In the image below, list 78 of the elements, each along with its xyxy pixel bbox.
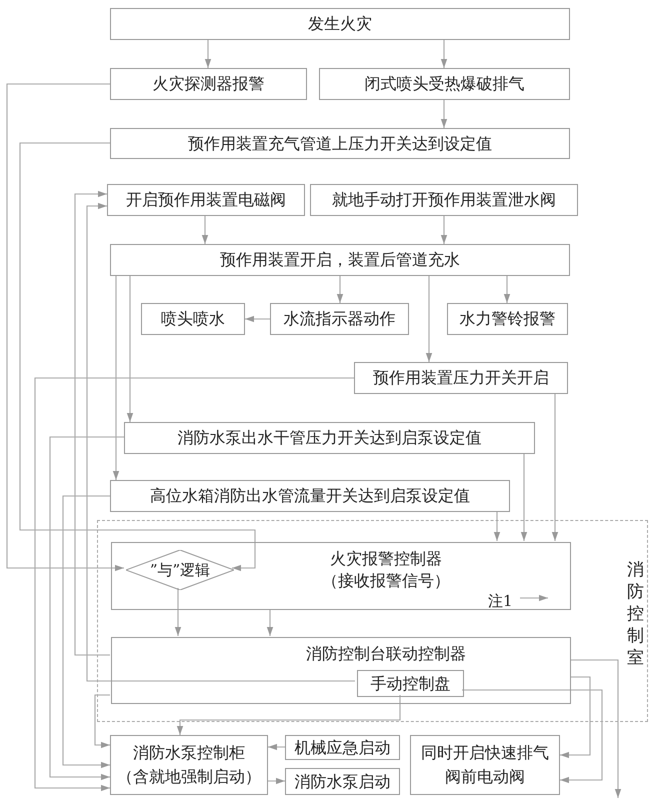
node-text: 就地手动打开预作用装置泄水阀 [332,189,556,211]
arrow [19,142,256,572]
process-box [285,768,400,795]
arrow [174,588,182,636]
process-box [110,480,510,512]
process-box [310,184,578,216]
arrow [86,202,355,682]
arrow [94,694,110,748]
process-box [111,637,571,704]
arrow [202,216,208,244]
arrow [504,276,510,303]
arrow [570,659,622,798]
node-text: 手动控制盘 [370,672,450,694]
process-box [410,735,560,795]
node-text: 注1 [488,590,513,612]
arrow [336,276,344,303]
node-text: 喷头喷水 [161,308,225,330]
process-box [357,670,464,697]
node-text: ”与”逻辑 [150,560,210,581]
process-box [111,542,571,610]
arrow [62,495,110,768]
node-text: 机械应急启动 [294,736,390,758]
node-text: 消防控制台联动控制器 [306,643,466,665]
process-box [110,128,570,159]
arrow [126,276,134,422]
process-box [270,303,409,335]
node-text: （接收报警信号） [322,570,450,592]
node-text: 火灾探测器报警 [152,73,264,95]
arrow [268,778,285,784]
region-label: 消防控制室 [627,559,644,670]
arrow [560,676,591,758]
arrow [266,609,274,636]
arrow [268,744,285,750]
node-text: 水力警铃报警 [460,308,556,330]
arrow [494,512,500,541]
node-text: 消防水泵控制柜 [133,742,245,764]
arrow [176,695,401,735]
arrow [426,276,432,362]
node-text: （含就地强制启动） [117,766,261,788]
arrow [6,83,124,572]
arrow [440,40,448,68]
node-text: 火灾报警控制器 [330,548,442,570]
process-box [141,303,245,335]
node-text: 预作用装置开启，装置后管道充水 [220,249,460,271]
process-box [110,8,570,40]
node-text: 水流指示器动作 [284,308,396,330]
arrow [74,190,110,656]
arrow [34,377,354,792]
node-text: 开启预作用装置电磁阀 [126,189,286,211]
process-box [110,244,570,276]
process-box [354,362,568,394]
decision-diamond [126,550,234,590]
dashed-region [97,520,648,722]
arrow [49,436,124,780]
process-box [124,422,535,454]
arrow [440,216,448,244]
node-text: 同时开启快速排气阀前电动阀 [420,742,550,788]
arrow [520,594,548,602]
arrow [462,689,603,784]
node-text: 消防水泵出水干管压力开关达到启泵设定值 [178,427,482,449]
node-text: 预作用装置压力开关开启 [373,367,549,389]
arrow [552,394,558,541]
process-box [107,184,305,216]
arrow [204,40,212,68]
node-text: 高位水箱消防出水管流量开关达到启泵设定值 [150,485,470,507]
process-box [447,303,568,335]
node-text: 发生火灾 [308,13,372,35]
process-box [319,68,570,100]
arrow [520,454,528,541]
arrow [112,276,120,480]
node-text: 消防水泵启动 [294,770,390,792]
process-box [110,735,268,795]
arrow [245,316,270,322]
arrow [440,100,448,128]
node-text: 闭式喷头受热爆破排气 [364,73,524,95]
node-text: 预作用装置充气管道上压力开关达到设定值 [188,132,492,154]
process-box [110,68,307,100]
process-box [285,735,400,760]
